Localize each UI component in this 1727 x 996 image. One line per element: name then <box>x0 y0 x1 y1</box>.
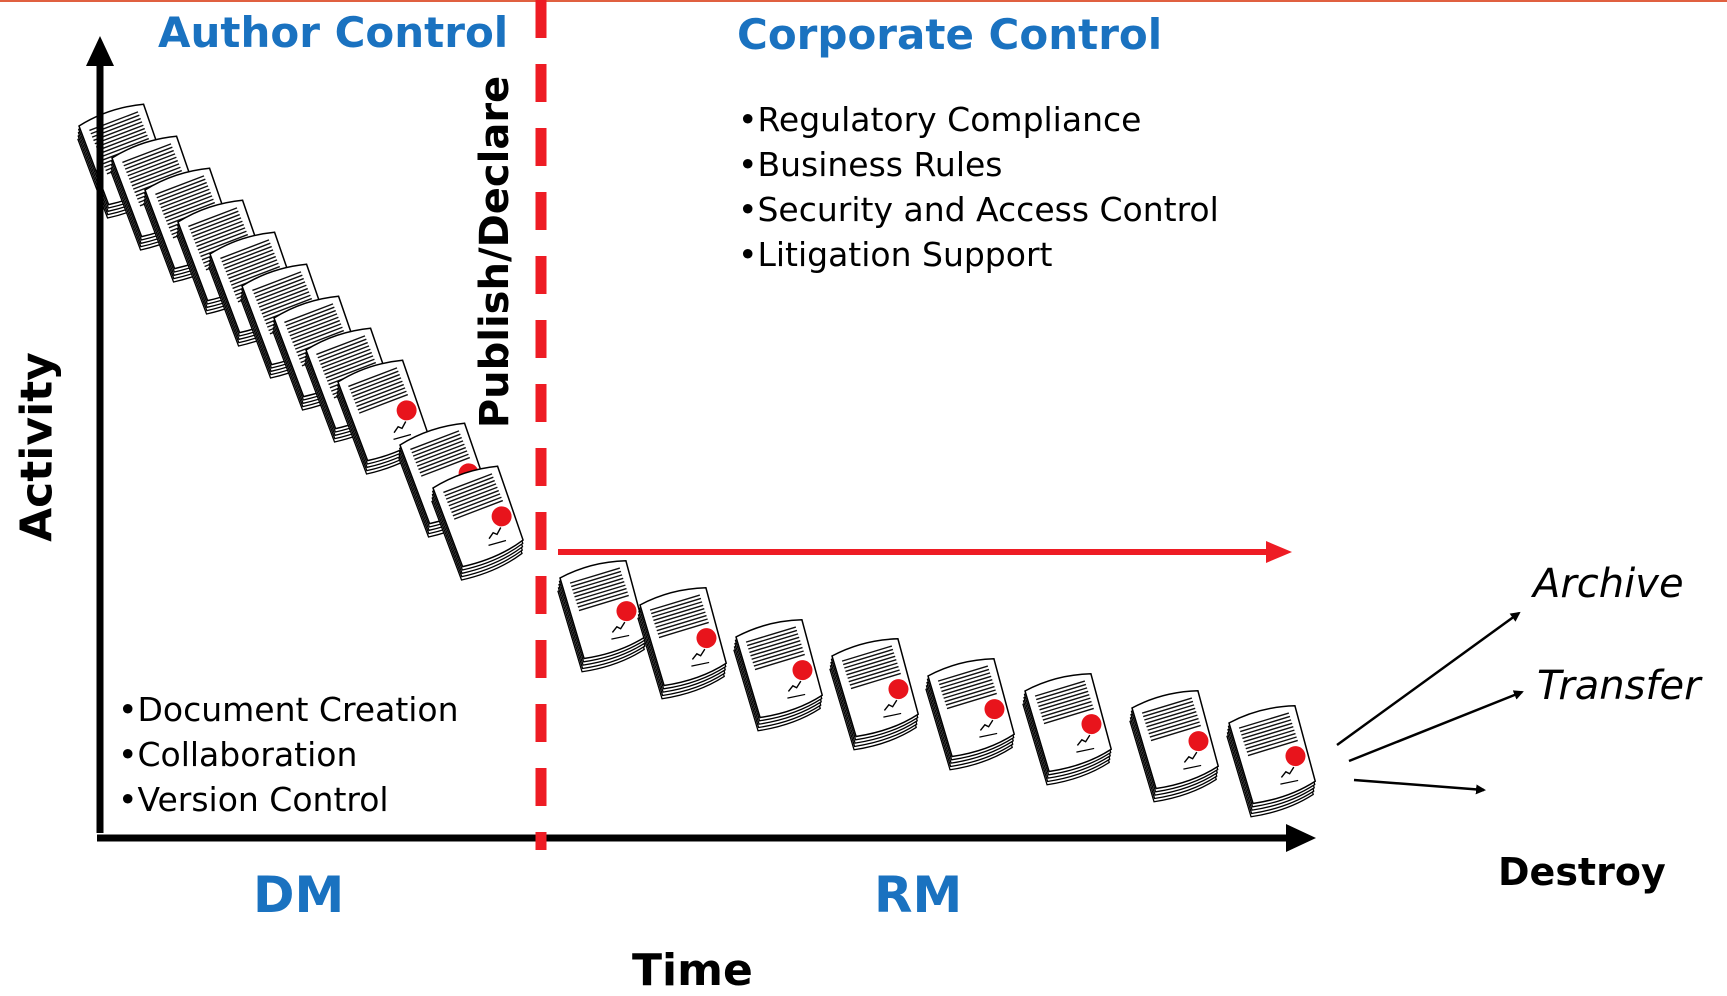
red-seal-icon <box>792 660 813 681</box>
author-bullet: Collaboration <box>118 732 459 777</box>
document-text-lines <box>1141 697 1201 742</box>
signature-mark <box>691 648 706 660</box>
signature-mark <box>1280 766 1295 778</box>
corporate-control-bullets: Regulatory Compliance Business Rules Sec… <box>738 97 1219 277</box>
document-text-lines <box>1238 712 1298 757</box>
x-axis-arrowhead <box>1286 824 1316 852</box>
transfer-arrow <box>1348 690 1524 763</box>
signature-mark <box>393 421 407 434</box>
document-stack-icon <box>1022 673 1113 786</box>
red-seal-icon <box>888 679 909 700</box>
signature-mark <box>883 699 898 711</box>
signature-mark <box>611 621 626 633</box>
document-text-lines <box>937 665 997 710</box>
author-bullet: Document Creation <box>118 687 458 732</box>
author-control-heading: Author Control <box>158 8 509 57</box>
red-seal-icon <box>1188 731 1209 752</box>
red-seal-icon <box>1285 746 1306 767</box>
document-text-lines <box>443 473 504 520</box>
document-text-lines <box>1034 680 1094 725</box>
author-control-bullets: Document Creation Collaboration Version … <box>118 687 459 822</box>
document-text-lines <box>745 626 805 671</box>
document-stack-icon <box>431 465 524 581</box>
document-stack-icon <box>1226 705 1317 818</box>
corporate-bullet: Litigation Support <box>738 232 1219 277</box>
signature-mark <box>787 680 802 692</box>
publish-declare-label: Publish/Declare <box>472 75 518 429</box>
document-stack-icon <box>1129 690 1220 803</box>
red-seal-icon <box>616 601 637 622</box>
document-text-lines <box>649 594 709 639</box>
archive-arrow <box>1336 611 1521 747</box>
document-stack-icon <box>733 619 824 732</box>
transfer-label: Transfer <box>1537 663 1701 709</box>
signature-mark <box>1183 751 1198 763</box>
document-stacks <box>77 103 1317 818</box>
x-axis-label: Time <box>632 945 753 996</box>
red-seal-icon <box>696 628 717 649</box>
document-text-lines <box>841 645 901 690</box>
signature-mark <box>1076 734 1091 746</box>
document-text-lines <box>569 567 629 612</box>
y-axis-arrowhead <box>86 36 114 66</box>
signature-mark <box>488 527 502 540</box>
corporate-bullet: Regulatory Compliance <box>738 97 1219 142</box>
red-seal-icon <box>396 400 417 421</box>
archive-label: Archive <box>1533 561 1684 607</box>
y-axis-label: Activity <box>11 352 63 542</box>
document-stack-icon <box>637 587 728 700</box>
corporate-bullet: Security and Access Control <box>738 187 1218 232</box>
document-text-lines <box>410 430 471 477</box>
document-text-lines <box>348 367 409 414</box>
red-seal-icon <box>1081 714 1102 735</box>
signature-mark <box>979 719 994 731</box>
corporate-bullet: Business Rules <box>738 142 1219 187</box>
corporate-control-heading: Corporate Control <box>737 10 1163 59</box>
author-bullet: Version Control <box>118 777 459 822</box>
red-seal-icon <box>984 699 1005 720</box>
dm-label: DM <box>253 866 345 924</box>
destroy-arrow <box>1353 778 1486 795</box>
document-stack-icon <box>829 638 920 751</box>
document-stack-icon <box>925 658 1016 771</box>
corporate-control-arrowhead <box>1266 541 1292 563</box>
destroy-label: Destroy <box>1498 850 1666 894</box>
rm-label: RM <box>874 866 963 924</box>
red-seal-icon <box>491 506 512 527</box>
